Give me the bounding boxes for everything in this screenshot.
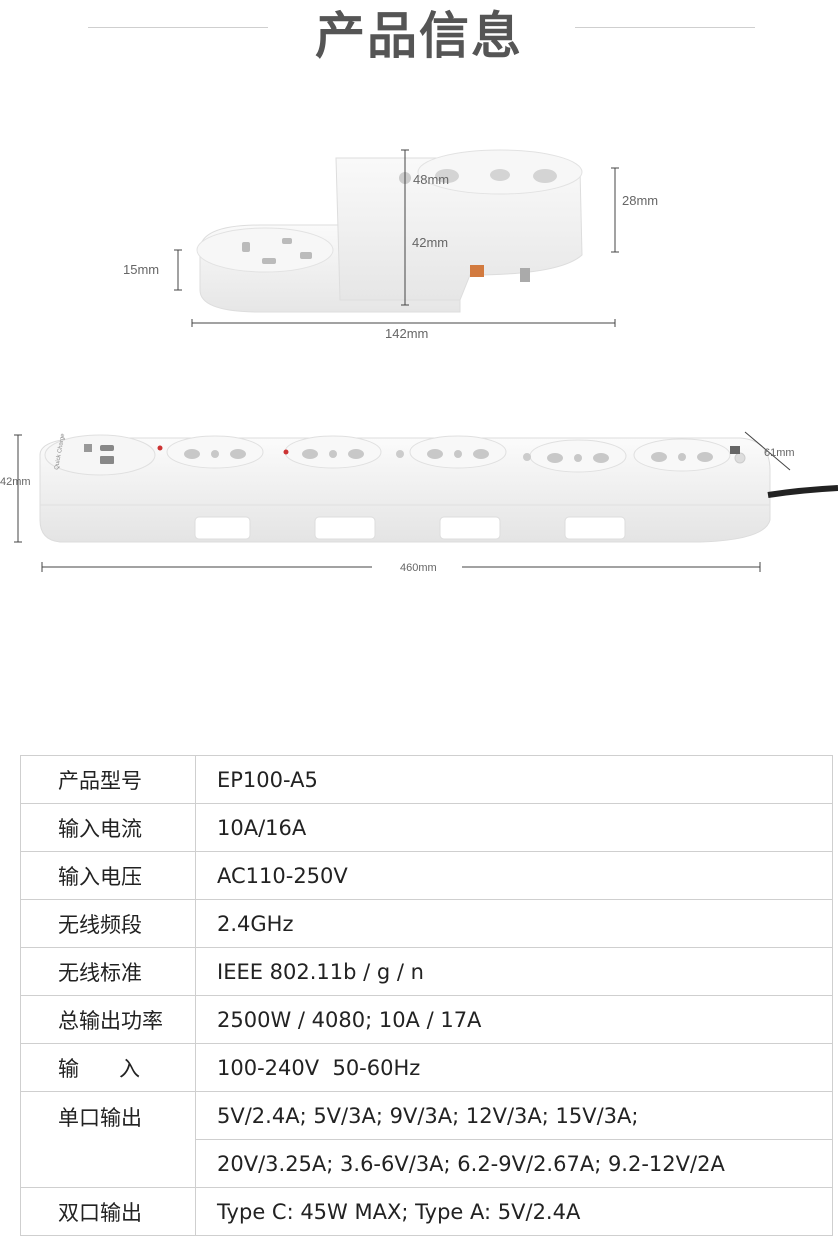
table-row: 输 入 100-240V 50-60Hz bbox=[20, 1043, 833, 1092]
spec-table: 产品型号 EP100-A5 输入电流 10A/16A 输入电压 AC110-25… bbox=[20, 755, 833, 1236]
strip-dim-width: 61mm bbox=[764, 447, 795, 459]
table-row: 输入电流 10A/16A bbox=[20, 803, 833, 852]
spec-value: 100-240V 50-60Hz bbox=[195, 1043, 833, 1092]
table-row: 20V/3.25A; 3.6-6V/3A; 6.2-9V/2.67A; 9.2-… bbox=[21, 1139, 833, 1188]
power-strip-body: Quick Charge bbox=[39, 433, 771, 543]
spec-value: 5V/2.4A; 5V/3A; 9V/3A; 12V/3A; 15V/3A; bbox=[195, 1091, 833, 1140]
dim-depth: 48mm bbox=[413, 172, 449, 187]
spec-label: 单口输出 bbox=[20, 1091, 196, 1188]
spec-value: 2.4GHz bbox=[195, 899, 833, 948]
table-row: 产品型号 EP100-A5 bbox=[20, 755, 833, 804]
strip-dim-length: 460mm bbox=[400, 562, 437, 574]
spec-label: 输入电流 bbox=[20, 803, 196, 852]
spec-label: 输入电压 bbox=[20, 851, 196, 900]
spec-value: IEEE 802.11b / g / n bbox=[195, 947, 833, 996]
dimension-lines bbox=[174, 149, 619, 327]
spec-value: 2500W / 4080; 10A / 17A bbox=[195, 995, 833, 1044]
spec-value: Type C: 45W MAX; Type A: 5V/2.4A bbox=[195, 1187, 833, 1236]
dim-height-total: 42mm bbox=[412, 235, 448, 250]
spec-label: 输 入 bbox=[20, 1043, 196, 1092]
upper-socket-module bbox=[335, 149, 583, 301]
spec-label: 总输出功率 bbox=[20, 995, 196, 1044]
spec-label: 无线标准 bbox=[20, 947, 196, 996]
product-strip-figure: Quick Charge bbox=[0, 431, 838, 574]
spec-value: 10A/16A bbox=[195, 803, 833, 852]
spec-label: 无线频段 bbox=[20, 899, 196, 948]
dim-height-left: 15mm bbox=[123, 262, 159, 277]
table-row: 单口输出 5V/2.4A; 5V/3A; 9V/3A; 12V/3A; 15V/… bbox=[20, 1091, 833, 1188]
lower-socket-module bbox=[196, 224, 461, 313]
table-row: 输入电压 AC110-250V bbox=[20, 851, 833, 900]
spec-value: EP100-A5 bbox=[195, 755, 833, 804]
product-side-view-figure: 15mm 48mm 42mm 28mm 142mm bbox=[123, 149, 658, 341]
strip-dim-height: 42mm bbox=[0, 476, 31, 488]
spec-label-text: 输 入 bbox=[58, 1056, 141, 1081]
spec-label: 产品型号 bbox=[20, 755, 196, 804]
table-row: 无线频段 2.4GHz bbox=[20, 899, 833, 948]
header-rule-right bbox=[575, 27, 755, 28]
table-row: 无线标准 IEEE 802.11b / g / n bbox=[20, 947, 833, 996]
header-rule-left bbox=[88, 27, 268, 28]
power-cord bbox=[767, 485, 838, 498]
table-row: 总输出功率 2500W / 4080; 10A / 17A bbox=[20, 995, 833, 1044]
table-row: 双口输出 Type C: 45W MAX; Type A: 5V/2.4A bbox=[20, 1187, 833, 1236]
section-header: 产品信息 bbox=[0, 0, 838, 70]
spec-label: 双口输出 bbox=[20, 1187, 196, 1236]
strip-dimension-lines bbox=[14, 431, 791, 572]
dim-length: 142mm bbox=[385, 326, 428, 341]
spec-value: AC110-250V bbox=[195, 851, 833, 900]
section-title: 产品信息 bbox=[315, 7, 523, 65]
spec-value-continued: 20V/3.25A; 3.6-6V/3A; 6.2-9V/2.67A; 9.2-… bbox=[195, 1139, 833, 1188]
dim-height-right: 28mm bbox=[622, 193, 658, 208]
